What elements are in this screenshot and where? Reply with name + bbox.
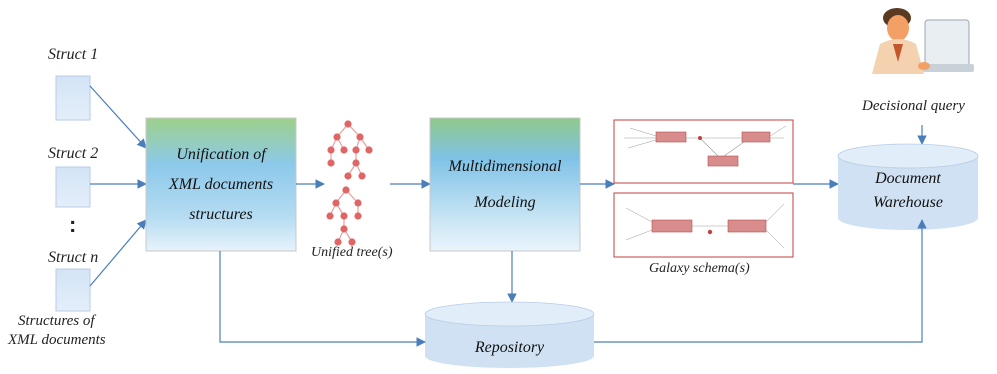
struct-1-box xyxy=(55,75,91,121)
struct-n-label: Struct n xyxy=(48,249,99,266)
modeling-label: Multidimensional Modeling xyxy=(430,118,580,251)
galaxy-schema-label: Galaxy schema(s) xyxy=(649,261,750,276)
modeling-line2: Modeling xyxy=(474,193,536,211)
unification-box xyxy=(145,117,297,252)
document-warehouse-cylinder xyxy=(837,143,979,230)
unified-tree-label: Unified tree(s) xyxy=(311,245,393,260)
galaxy-schema-thumbnail-1 xyxy=(613,119,794,184)
structures-caption-line2: XML documents xyxy=(8,332,106,348)
modeling-box xyxy=(429,117,581,252)
unification-label: Unification of XML documents structures xyxy=(146,118,296,251)
struct-2-label: Struct 2 xyxy=(48,145,99,162)
unification-line2: XML documents xyxy=(168,175,274,193)
arrow-repository-to-warehouse xyxy=(594,219,927,343)
arrow-struct1-to-unification xyxy=(89,85,147,149)
unified-tree-icon xyxy=(326,120,373,246)
struct-2-box xyxy=(55,166,91,208)
galaxy-schema-thumbnail-2 xyxy=(613,192,794,258)
arrow-unification-to-repository xyxy=(219,251,426,347)
struct-1-label: Struct 1 xyxy=(48,46,99,63)
user-at-computer-icon xyxy=(872,8,974,74)
struct-n-box xyxy=(55,268,91,312)
warehouse-label: Document Warehouse xyxy=(838,160,978,222)
unification-line3: structures xyxy=(189,205,253,223)
decisional-query-label: Decisional query xyxy=(862,98,965,114)
repository-label: Repository xyxy=(474,339,545,356)
arrow-structn-to-unification xyxy=(89,219,147,287)
structures-caption-line1: Structures of xyxy=(18,313,95,329)
modeling-line1: Multidimensional xyxy=(448,157,562,175)
warehouse-line2: Warehouse xyxy=(873,194,943,211)
struct-ellipsis: : xyxy=(69,212,77,237)
warehouse-line1: Document xyxy=(875,170,941,187)
repository-cylinder xyxy=(424,301,595,368)
unification-line1: Unification of xyxy=(176,145,266,163)
